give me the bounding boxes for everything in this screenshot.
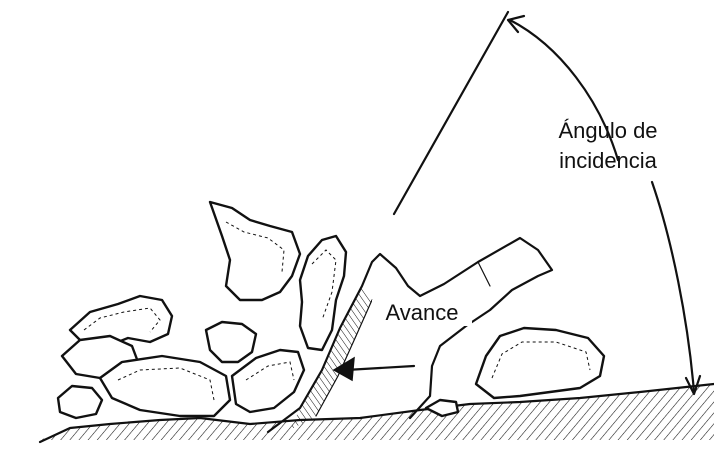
rock (206, 322, 256, 362)
rock (58, 386, 102, 418)
angle-arc-lower (652, 182, 694, 392)
advance-label: Avance (372, 300, 472, 326)
tooth-stripe (478, 262, 490, 286)
incidence-line (394, 12, 508, 214)
angle-label: Ángulo de (548, 118, 668, 144)
advance-arrow-shaft (346, 366, 414, 370)
rock-pile (58, 202, 346, 418)
angle-label-continued: incidencia (548, 148, 668, 174)
rock (100, 356, 230, 416)
rock (210, 202, 300, 300)
advance-arrow (334, 358, 414, 380)
rock (476, 328, 604, 398)
